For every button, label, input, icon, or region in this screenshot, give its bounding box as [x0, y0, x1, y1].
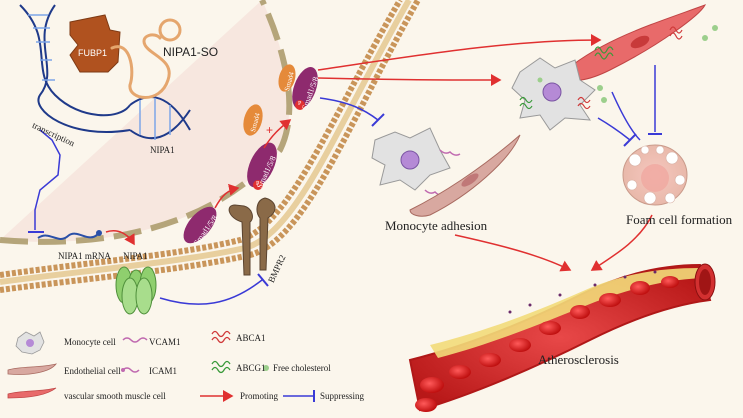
nipa1-so-label: NIPA1-SO [163, 45, 219, 59]
svg-text:+: + [266, 123, 273, 137]
vsmc-transporters [594, 26, 683, 60]
phospho-label-1: P [256, 181, 260, 187]
legend-graphics [7, 330, 315, 402]
smad-complex-smad4 [278, 64, 296, 92]
nucleus-fill [0, 0, 290, 242]
smad158-unphosphorylated [183, 206, 217, 244]
nipa1-protein-label: NIPA1 [123, 251, 148, 261]
smad4-icon [243, 104, 263, 136]
nipa1-so-rna-icon [110, 18, 182, 99]
legend-monocyte-cell: Monocyte cell [64, 337, 116, 347]
foam-cell-formation-label: Foam cell formation [626, 212, 733, 227]
fubp1-protein-icon [69, 14, 121, 73]
legend-vcam1: VCAM1 [149, 337, 181, 347]
macrophage-transporters [519, 96, 591, 110]
nipa1-channel-icon [115, 266, 157, 315]
monocyte-adhesion-label: Monocyte adhesion [385, 218, 488, 233]
nipa1-mrna-label: NIPA1 mRNA [58, 251, 111, 261]
legend-abcg1: ABCG1 [236, 363, 266, 373]
endothelial-cell-icon [409, 134, 521, 217]
legend-abca1: ABCA1 [236, 333, 266, 343]
phospho-label-2: P [298, 101, 302, 107]
smad-complex-smad158 [292, 66, 318, 110]
legend-icam1: ICAM1 [149, 366, 178, 376]
dna-helix-icon [19, 4, 191, 140]
legend-endothelial-cell: Endothelial cell [64, 366, 121, 376]
legend-vsmc: vascular smooth muscle cell [64, 391, 166, 401]
transcription-inhibition-line [34, 129, 61, 230]
fubp1-label: FUBP1 [78, 48, 108, 58]
bmpr2-receptor-icon [228, 197, 276, 276]
nipa1-gene-label: NIPA1 [150, 145, 175, 155]
atherosclerosis-label: Atherosclerosis [538, 352, 619, 367]
blood-vessel-icon [408, 263, 716, 412]
mrna-strand-icon [37, 232, 99, 240]
plaque [430, 268, 702, 358]
legend-free-cholesterol: Free cholesterol [273, 363, 331, 373]
legend-promoting: Promoting [240, 391, 279, 401]
smad158-phosphorylated [247, 142, 277, 188]
legend-suppressing: Suppressing [320, 391, 365, 401]
